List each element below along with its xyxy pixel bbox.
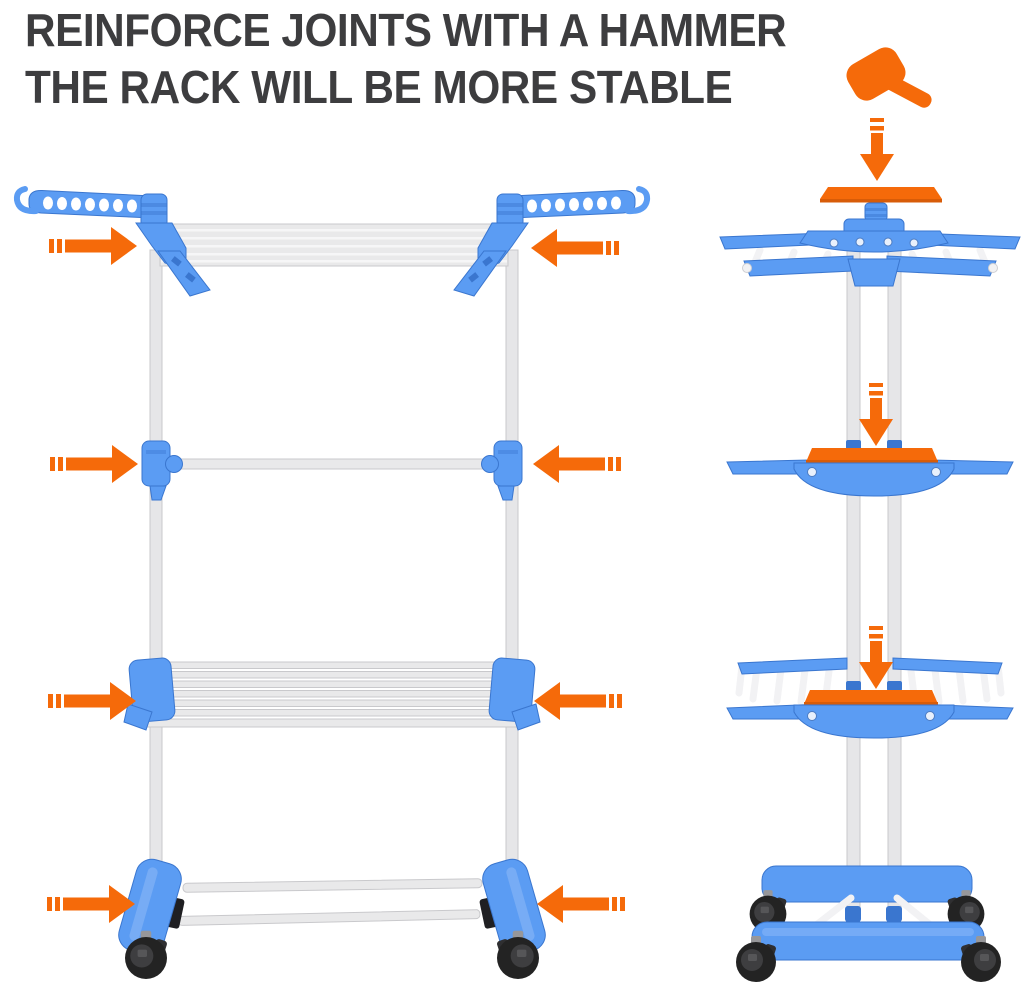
side-pole-left: [846, 243, 861, 921]
lower-shelf-bracket-right: [487, 656, 541, 731]
diagram-title-line1: REINFORCE JOINTS WITH A HAMMER: [25, 4, 787, 56]
lower-shelf: [139, 661, 531, 728]
top-shelf: [159, 223, 509, 267]
middle-crossbar: [161, 458, 507, 470]
front-pole-left: [149, 249, 163, 875]
hanger-arm-left: [17, 189, 152, 218]
front-view-rack: [17, 189, 647, 979]
side-view-rack: [720, 47, 1020, 982]
arrow-right-icon: [48, 682, 136, 720]
arrow-right-icon: [49, 227, 137, 265]
arrow-right-icon: [50, 445, 138, 483]
side-pole-right: [887, 243, 902, 921]
arrow-left-icon: [534, 682, 622, 720]
diagram-title-line2: THE RACK WILL BE MORE STABLE: [25, 61, 733, 113]
arrow-left-icon: [531, 229, 619, 267]
side-middle-joint: [726, 440, 1014, 497]
arrow-down-icon: [860, 118, 894, 181]
arrow-right-icon: [47, 885, 135, 923]
arrow-left-icon: [537, 885, 625, 923]
diagram-title: REINFORCE JOINTS WITH A HAMMER THE RACK …: [25, 2, 852, 116]
front-base: [114, 854, 550, 979]
arrow-left-icon: [533, 445, 621, 483]
hanger-arm-right: [512, 189, 647, 218]
front-pole-right: [505, 249, 519, 875]
hammer-icon: [846, 47, 932, 108]
lower-shelf-bracket-left: [123, 656, 177, 731]
side-lower-joint: [727, 658, 1013, 739]
middle-joint-left: [141, 440, 183, 501]
side-base: [736, 865, 1001, 982]
side-top-wings: [720, 231, 1020, 287]
